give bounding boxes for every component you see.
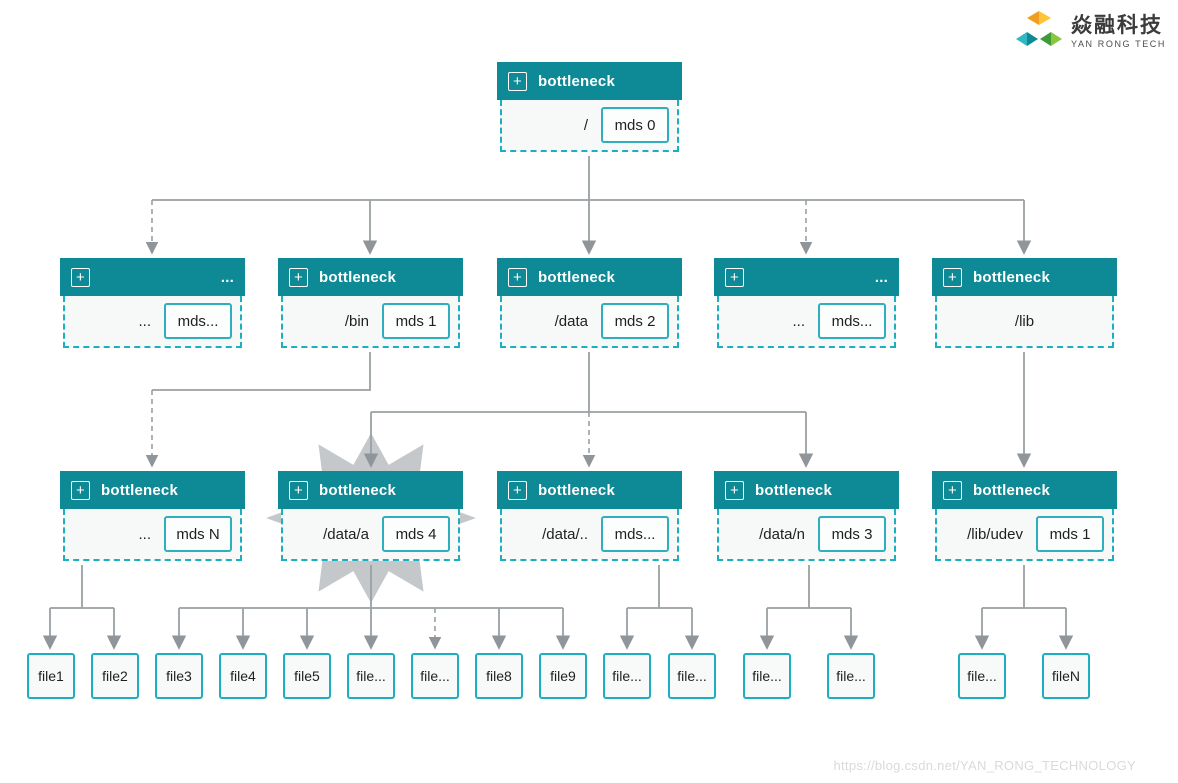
expand-icon[interactable]: + [508,267,527,287]
file-leaf: file3 [155,653,203,699]
expand-icon[interactable]: + [508,480,527,500]
node-header[interactable]: + bottleneck [497,62,682,100]
file-leaf: file9 [539,653,587,699]
mds-badge: mds N [164,516,232,552]
node-header[interactable]: + bottleneck [60,471,245,509]
node-body: / mds 0 [500,100,679,152]
tree-node-other-left[interactable]: + ... ... mds... [60,258,245,348]
expand-icon[interactable]: + [943,480,962,500]
tree-node-data-dots[interactable]: + bottleneck /data/.. mds... [497,471,682,561]
file-leaf: file... [411,653,459,699]
mds-badge: mds 1 [1036,516,1104,552]
tree-node-data-a[interactable]: + bottleneck /data/a mds 4 [278,471,463,561]
watermark-url: https://blog.csdn.net/YAN_RONG_TECHNOLOG… [833,758,1136,773]
node-title: bottleneck [538,481,616,499]
node-body: ... mds... [717,296,896,348]
node-title: ... [874,268,888,286]
node-title: bottleneck [538,72,616,90]
node-header[interactable]: + bottleneck [932,471,1117,509]
file-leaf: file... [668,653,716,699]
expand-icon[interactable]: + [71,267,90,287]
mds-badge: mds 0 [601,107,669,143]
mds-badge: mds... [818,303,886,339]
tree-node-lib[interactable]: + bottleneck /lib [932,258,1117,348]
expand-icon[interactable]: + [725,267,744,287]
node-path: /data [554,312,588,330]
brand-logo: 焱融科技 YAN RONG TECH [1016,10,1166,54]
node-title: bottleneck [973,268,1051,286]
node-header[interactable]: + bottleneck [714,471,899,509]
node-body: /lib [935,296,1114,348]
node-body: /data/n mds 3 [717,509,896,561]
file-leaf: file8 [475,653,523,699]
node-header[interactable]: + ... [60,258,245,296]
tree-node-data[interactable]: + bottleneck /data mds 2 [497,258,682,348]
node-header[interactable]: + bottleneck [497,258,682,296]
expand-icon[interactable]: + [943,267,962,287]
expand-icon[interactable]: + [71,480,90,500]
node-path: /data/.. [542,525,588,543]
node-path: /lib/udev [967,525,1023,543]
node-title: bottleneck [973,481,1051,499]
node-body: /data/.. mds... [500,509,679,561]
node-path: ... [138,312,151,330]
node-header[interactable]: + bottleneck [932,258,1117,296]
tree-node-bin[interactable]: + bottleneck /bin mds 1 [278,258,463,348]
expand-icon[interactable]: + [289,480,308,500]
node-path: /data/n [759,525,805,543]
node-header[interactable]: + bottleneck [278,258,463,296]
brand-name-cn: 焱融科技 [1071,13,1164,37]
tree-node-lib-udev[interactable]: + bottleneck /lib/udev mds 1 [932,471,1117,561]
mds-badge: mds 4 [382,516,450,552]
file-leaf: file... [603,653,651,699]
file-leaf: file... [743,653,791,699]
node-header[interactable]: + ... [714,258,899,296]
file-leaf: file4 [219,653,267,699]
tree-node-root[interactable]: + bottleneck / mds 0 [497,62,682,152]
node-body: /lib/udev mds 1 [935,509,1114,561]
node-header[interactable]: + bottleneck [278,471,463,509]
file-leaf: file... [958,653,1006,699]
brand-name-en: YAN RONG TECH [1071,38,1166,49]
node-path: /lib [1014,312,1035,330]
expand-icon[interactable]: + [725,480,744,500]
node-path: ... [792,312,805,330]
node-path: ... [138,525,151,543]
node-title: bottleneck [101,481,179,499]
node-title: ... [220,268,234,286]
expand-icon[interactable]: + [508,71,527,91]
file-leaf: file... [827,653,875,699]
mds-badge: mds 1 [382,303,450,339]
brand-mark-icon [1016,11,1063,46]
file-leaf: file5 [283,653,331,699]
node-header[interactable]: + bottleneck [497,471,682,509]
node-title: bottleneck [319,268,397,286]
node-body: /data/a mds 4 [281,509,460,561]
file-leaf: file1 [27,653,75,699]
expand-icon[interactable]: + [289,267,308,287]
tree-node-data-n[interactable]: + bottleneck /data/n mds 3 [714,471,899,561]
tree-node-dots-mdsN[interactable]: + bottleneck ... mds N [60,471,245,561]
node-title: bottleneck [319,481,397,499]
node-body: ... mds N [63,509,242,561]
node-path: /data/a [323,525,369,543]
node-path: /bin [344,312,369,330]
mds-badge: mds 3 [818,516,886,552]
mds-badge: mds... [164,303,232,339]
file-leaf: file2 [91,653,139,699]
node-body: /bin mds 1 [281,296,460,348]
file-leaf: file... [347,653,395,699]
node-body: ... mds... [63,296,242,348]
node-path: / [583,116,588,134]
node-title: bottleneck [755,481,833,499]
mds-badge: mds... [601,516,669,552]
node-body: /data mds 2 [500,296,679,348]
mds-badge: mds 2 [601,303,669,339]
tree-node-other-right[interactable]: + ... ... mds... [714,258,899,348]
node-title: bottleneck [538,268,616,286]
file-leaf: fileN [1042,653,1090,699]
